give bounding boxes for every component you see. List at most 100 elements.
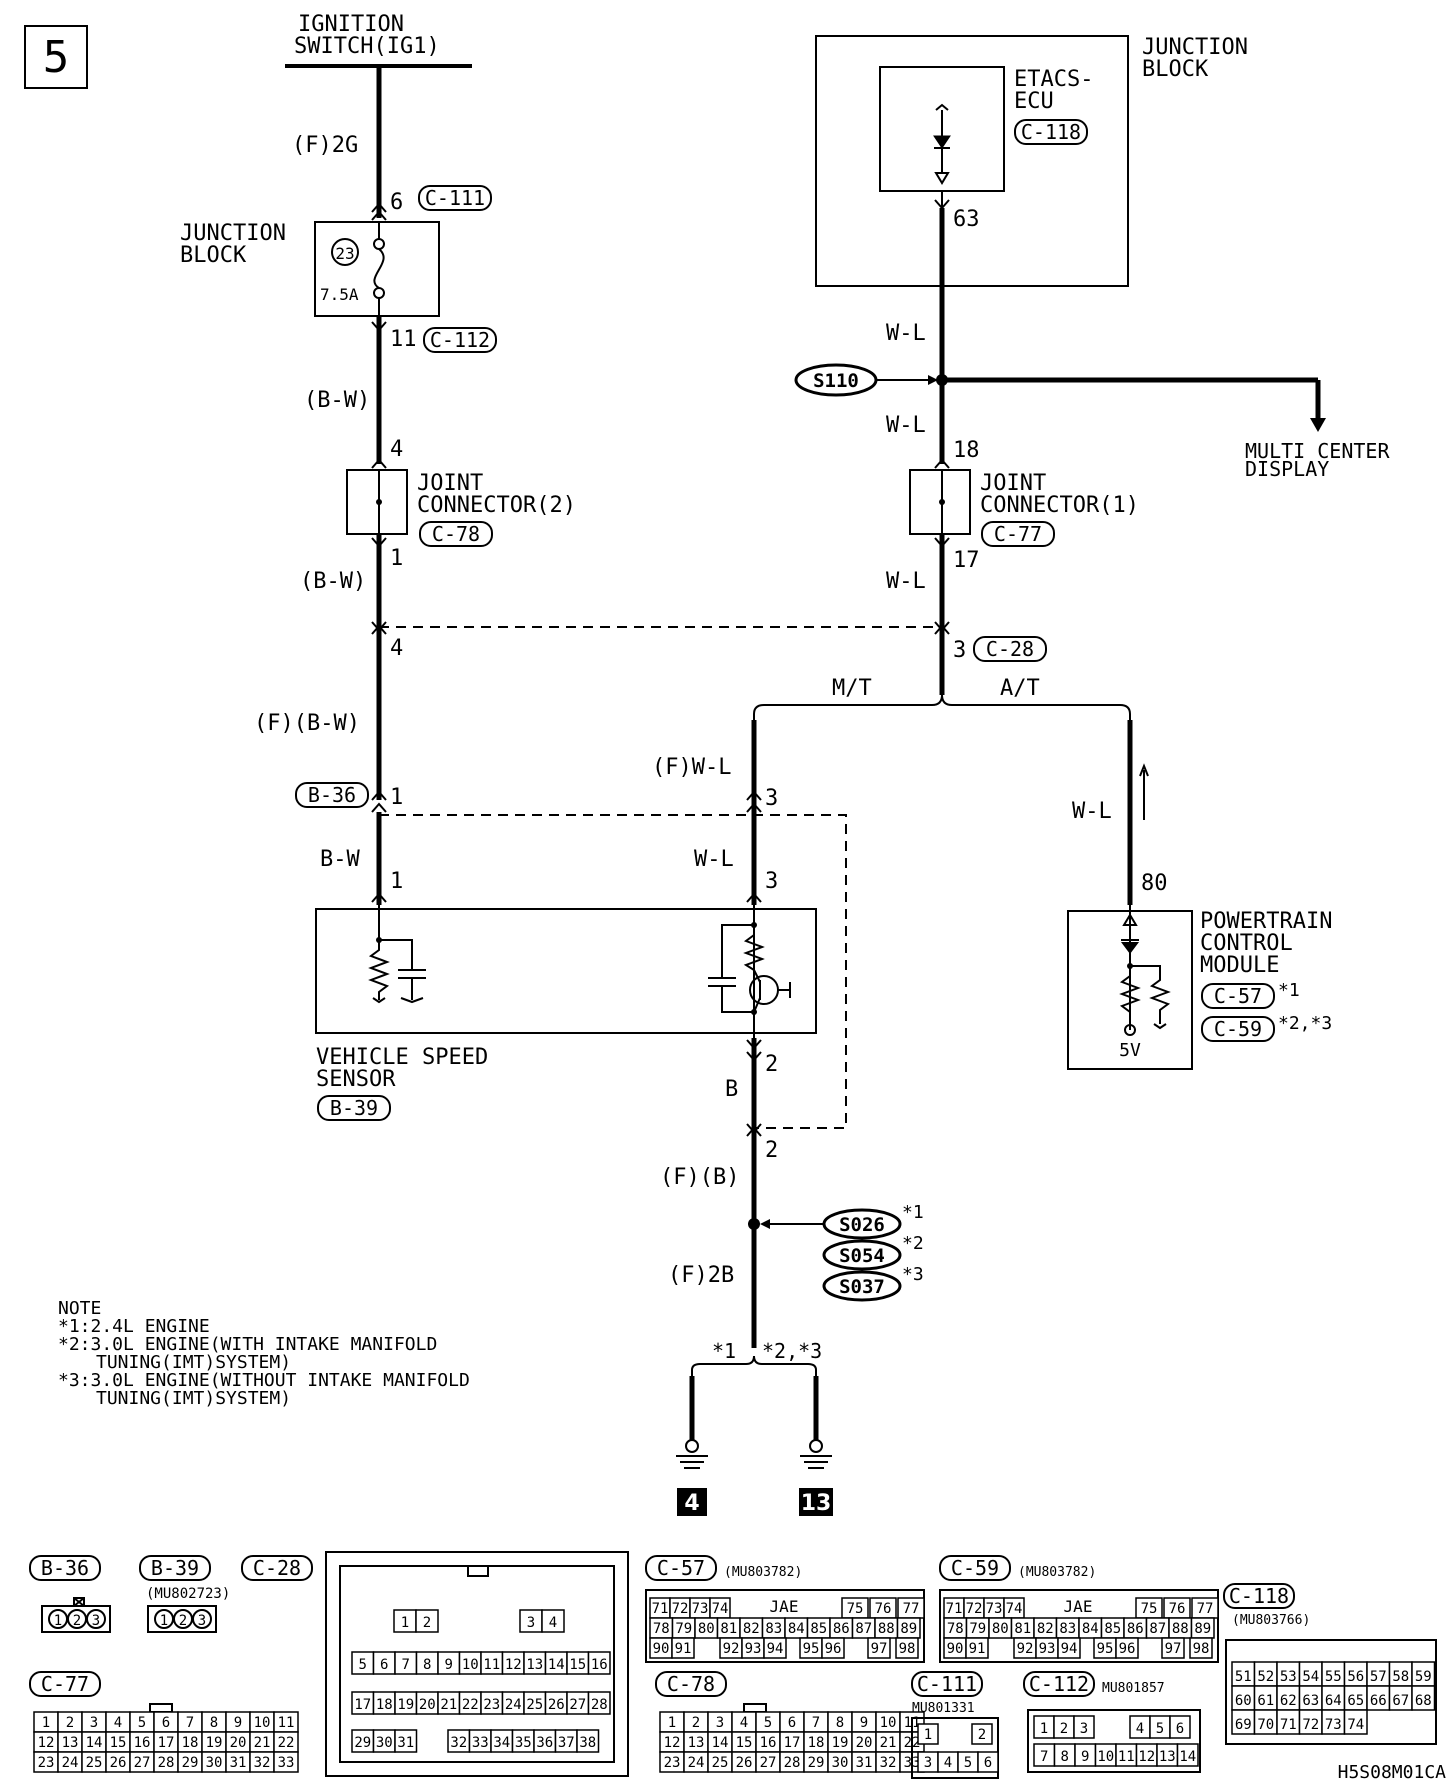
- c28-pin: 17: [354, 1697, 371, 1713]
- c78-pin: 9: [860, 1715, 868, 1731]
- c28-pin: 3: [527, 1615, 535, 1631]
- c118-pin: 57: [1370, 1669, 1387, 1685]
- c77-pin: 3: [90, 1715, 98, 1731]
- pin-1b: 1: [390, 785, 403, 810]
- c77-pin: 1: [42, 1715, 50, 1731]
- c78-pin: 30: [832, 1755, 849, 1771]
- c28-cell: [587, 1691, 611, 1715]
- b36-pin: 1: [54, 1613, 62, 1629]
- b39-tag: [317, 1095, 391, 1121]
- c59-pin: 75: [1141, 1601, 1158, 1617]
- c118-pin: 71: [1280, 1717, 1297, 1733]
- c77-pin: 28: [158, 1755, 175, 1771]
- ground-icon: [676, 1455, 708, 1469]
- c59-pin: 86: [1127, 1621, 1144, 1637]
- c118-pin: 60: [1235, 1693, 1252, 1709]
- at-label: A/T: [1000, 676, 1040, 701]
- c28-pin: 30: [376, 1735, 393, 1751]
- c57-pin: 77: [903, 1601, 920, 1617]
- b39-pin: 1: [160, 1613, 168, 1629]
- c28-pin: 9: [445, 1657, 453, 1673]
- c28-pin: 2: [423, 1615, 431, 1631]
- b39-part-number: (MU802723): [146, 1586, 230, 1602]
- c112-pin: 9: [1081, 1749, 1089, 1765]
- c78-connector-label: C-78: [667, 1672, 715, 1696]
- c59-cell: [965, 1637, 989, 1659]
- diode-icon: [1121, 942, 1139, 954]
- jb-right-label-1: JUNCTION: [1142, 35, 1248, 60]
- c112-pin: 7: [1040, 1749, 1048, 1765]
- c77-pin: 12: [38, 1735, 55, 1751]
- jb-right-label-2: BLOCK: [1142, 57, 1209, 82]
- note-heading: NOTE: [58, 1298, 101, 1319]
- diode-icon: [933, 135, 951, 149]
- c111-pin: 2: [978, 1727, 986, 1743]
- ground-variant-1: *1: [712, 1339, 736, 1363]
- c28-pin: 29: [354, 1735, 371, 1751]
- ground-variant-23: *2,*3: [762, 1339, 822, 1363]
- c118-cell: [1343, 1709, 1368, 1735]
- pin-1c: 1: [390, 869, 403, 894]
- pin-4a: 4: [390, 437, 403, 462]
- etacs-label-1: ETACS-: [1014, 67, 1093, 92]
- c28-pin: 25: [526, 1697, 543, 1713]
- c78-pin: 2: [692, 1715, 700, 1731]
- c59-cell: [1189, 1637, 1213, 1659]
- c57-pin: 76: [875, 1601, 892, 1617]
- c118-pin: 74: [1347, 1717, 1364, 1733]
- c57-connector-tag: [645, 1555, 717, 1581]
- wire-label-fbw: (F)(B-W): [254, 711, 360, 736]
- c28-pin: 18: [376, 1697, 393, 1713]
- c78-pin: 23: [664, 1755, 681, 1771]
- c77-pin: 18: [182, 1735, 199, 1751]
- c112-pin: 4: [1136, 1721, 1144, 1737]
- pin-1a: 1: [390, 546, 403, 571]
- terminal-icon: [934, 458, 950, 469]
- c28-pin: 20: [419, 1697, 436, 1713]
- c111-pin: 1: [924, 1727, 932, 1743]
- supply-terminal-icon: [1124, 1024, 1136, 1036]
- c28-cell: [415, 1609, 439, 1633]
- c28-pin: 1: [401, 1615, 409, 1631]
- b36-pin: 3: [92, 1613, 100, 1629]
- c77-pin: 33: [278, 1755, 295, 1771]
- c111-tag-label: C-111: [425, 186, 485, 210]
- pin-3a: 3: [953, 638, 966, 663]
- c57-pin: 78: [653, 1621, 670, 1637]
- terminal-icon: [371, 458, 387, 469]
- c78-pin: 18: [808, 1735, 825, 1751]
- c77-pin: 29: [182, 1755, 199, 1771]
- c59-pin: 74: [1006, 1601, 1023, 1617]
- c78-connector-tag: [655, 1671, 727, 1697]
- c28-cell: [576, 1729, 600, 1753]
- figure-code: H5S08M01CA: [1338, 1762, 1447, 1783]
- b39-connector-face: 1 2 3: [147, 1605, 217, 1633]
- c59-pin: 94: [1061, 1641, 1078, 1657]
- terminal-icon: [371, 892, 387, 903]
- ground-terminal-icon: [809, 1439, 823, 1453]
- note-2a: *2:3.0L ENGINE(WITH INTAKE MANIFOLD: [58, 1334, 437, 1355]
- c57-maker: JAE: [770, 1597, 799, 1616]
- terminal-icon: [746, 790, 762, 801]
- pin-3b: 3: [765, 786, 778, 811]
- c112-pin: 3: [1080, 1721, 1088, 1737]
- c111-connector-label: C-111: [917, 1672, 977, 1696]
- c118-connector-tag: [1223, 1583, 1295, 1609]
- note-1: *1:2.4L ENGINE: [58, 1316, 210, 1337]
- c77-pin: 13: [62, 1735, 79, 1751]
- b36-tag-label: B-36: [308, 783, 356, 807]
- terminal-icon: [746, 1126, 762, 1137]
- c78-pin: 6: [788, 1715, 796, 1731]
- wire-label-bw-1: (B-W): [304, 388, 370, 413]
- c112-pin: 13: [1159, 1749, 1176, 1765]
- wire-label-f2b: (F)2B: [668, 1263, 734, 1288]
- junction-block-right: [815, 35, 1129, 287]
- c57-tag-label: C-57: [1214, 984, 1262, 1008]
- wire-label-fb: (F)(B): [660, 1165, 739, 1190]
- b39-tag-label: B-39: [330, 1096, 378, 1120]
- c28-cell: [394, 1729, 418, 1753]
- c59-pin: 73: [986, 1601, 1003, 1617]
